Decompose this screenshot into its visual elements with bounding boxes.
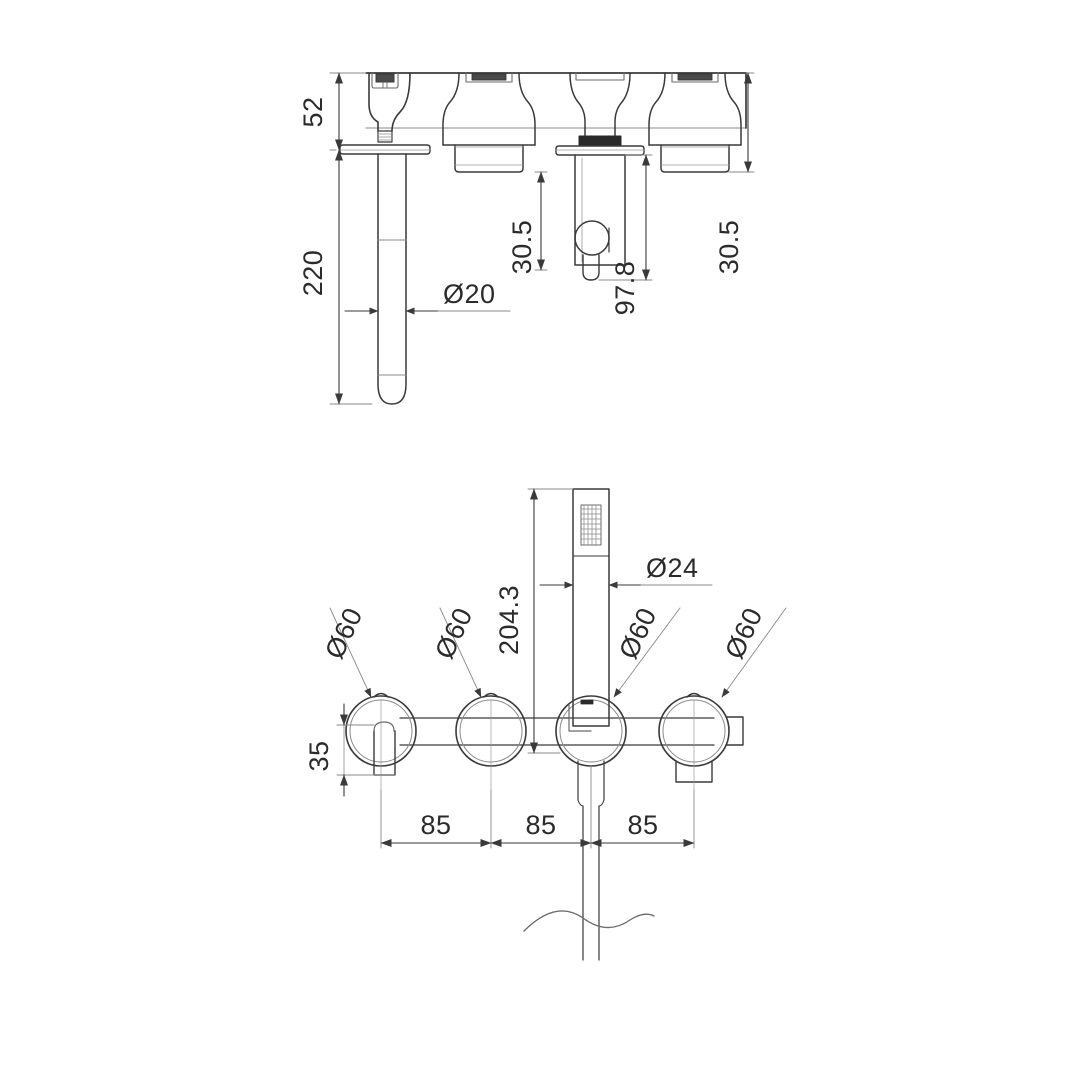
front-part-hose xyxy=(582,805,600,961)
dim-label-30-5-right: 30.5 xyxy=(714,220,744,275)
front-part-spout-escutcheon xyxy=(345,692,417,791)
dim-label-220: 220 xyxy=(298,250,328,297)
dim-label-30-5-left: 30.5 xyxy=(507,220,537,275)
side-view-dimensions xyxy=(329,72,755,405)
dim-label-d60-2: Ø60 xyxy=(429,603,478,663)
dim-label-d20: Ø20 xyxy=(443,279,496,309)
dim-label-35: 35 xyxy=(304,740,334,771)
front-part-valve-4 xyxy=(658,692,744,791)
front-part-break-line xyxy=(523,910,655,932)
dim-label-85-3: 85 xyxy=(627,810,658,840)
dim-label-85-2: 85 xyxy=(525,810,556,840)
dim-label-97-8: 97.8 xyxy=(610,261,640,316)
body-manifold-bar xyxy=(365,72,747,129)
dim-label-52: 52 xyxy=(298,96,328,127)
side-part-spout xyxy=(339,72,431,405)
side-part-hose-outlet xyxy=(555,145,645,281)
side-part-handle-left xyxy=(442,72,536,173)
front-part-valve-2 xyxy=(455,692,527,791)
dim-label-d60-4: Ø60 xyxy=(719,603,768,663)
dimension-labels: 52 220 Ø20 30.5 97.8 30.5 Ø60 Ø60 Ø60 Ø6… xyxy=(298,96,769,840)
dim-label-d60-3: Ø60 xyxy=(613,603,662,663)
dim-label-85-1: 85 xyxy=(420,810,451,840)
dim-label-d60-1: Ø60 xyxy=(319,603,368,663)
front-part-handshower xyxy=(572,488,610,727)
front-elevation-view xyxy=(329,488,787,961)
side-part-handle-mid xyxy=(569,72,631,147)
front-view-dimensions xyxy=(329,488,787,849)
dim-label-204-3: 204.3 xyxy=(494,585,524,655)
dim-label-d24: Ø24 xyxy=(646,553,699,583)
side-part-handle-right xyxy=(648,72,742,173)
side-elevation-view xyxy=(329,72,755,405)
